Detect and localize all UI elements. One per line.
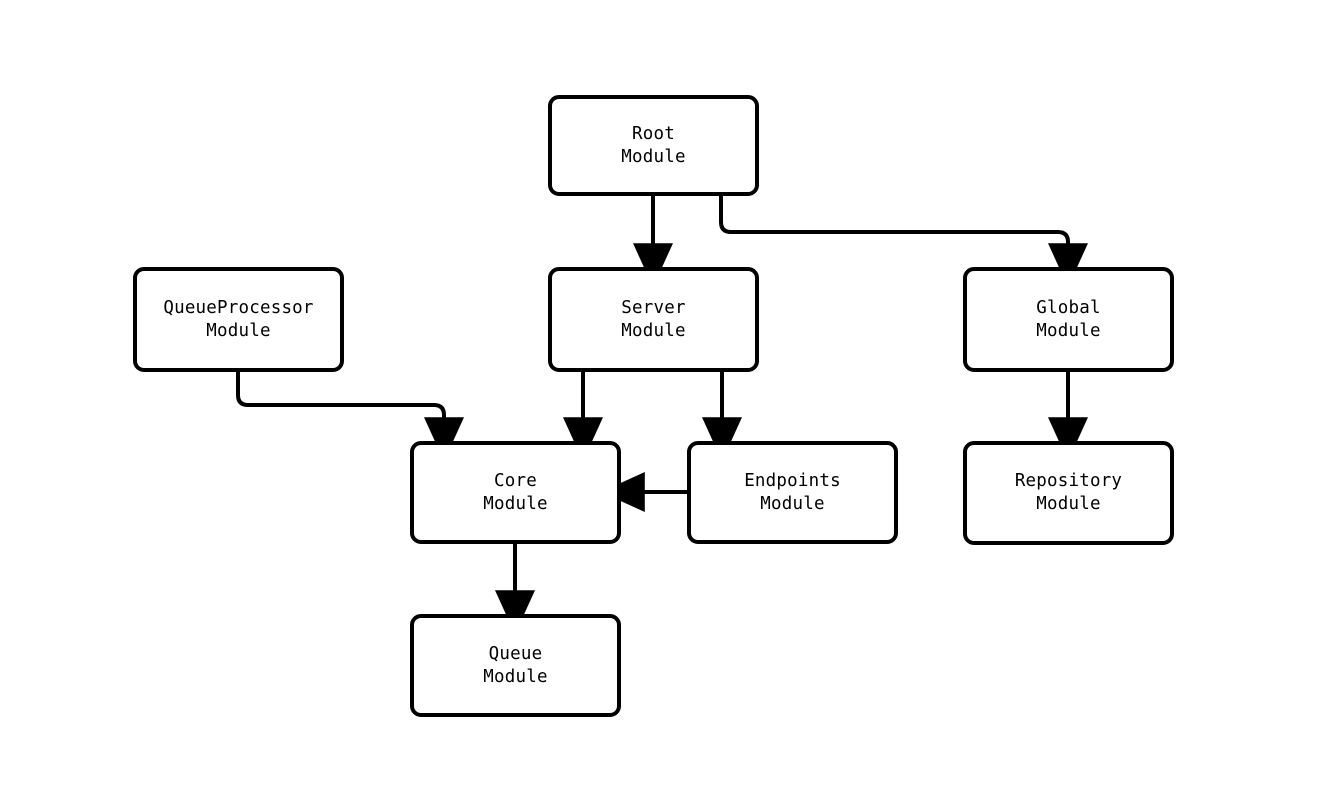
node-queue-module-line2: Module [483, 666, 548, 687]
node-global-module-line1: Global [1036, 297, 1101, 318]
node-root-module-line1: Root [632, 123, 675, 144]
node-queueprocessor-module-line2: Module [206, 320, 271, 341]
node-endpoints-module[interactable]: Endpoints Module [687, 441, 898, 544]
edge-root-to-global [719, 196, 1088, 288]
node-core-module-line1: Core [494, 470, 537, 491]
node-endpoints-module-line1: Endpoints [744, 470, 841, 491]
node-server-module-line1: Server [621, 297, 686, 318]
node-global-module-line2: Module [1036, 320, 1101, 341]
node-repository-module-line2: Module [1036, 494, 1101, 514]
node-queue-module[interactable]: Queue Module [410, 614, 621, 717]
node-server-module-line2: Module [621, 320, 686, 341]
node-queueprocessor-module-line1: QueueProcessor [163, 297, 314, 318]
edge-queueprocessor-to-core [236, 372, 464, 462]
node-server-module[interactable]: Server Module [548, 267, 759, 372]
node-root-module[interactable]: Root Module [548, 95, 759, 196]
node-global-module[interactable]: Global Module [963, 267, 1174, 372]
node-core-module[interactable]: Core Module [410, 441, 621, 544]
node-repository-module-line1: Repository [1014, 471, 1123, 491]
node-endpoints-module-line2: Module [760, 493, 825, 514]
node-repository-module[interactable]: Repository Module [963, 441, 1174, 545]
node-queue-module-line1: Queue [488, 643, 543, 664]
node-queueprocessor-module[interactable]: QueueProcessor Module [133, 267, 344, 372]
node-core-module-line2: Module [483, 493, 548, 514]
node-root-module-line2: Module [621, 146, 686, 167]
